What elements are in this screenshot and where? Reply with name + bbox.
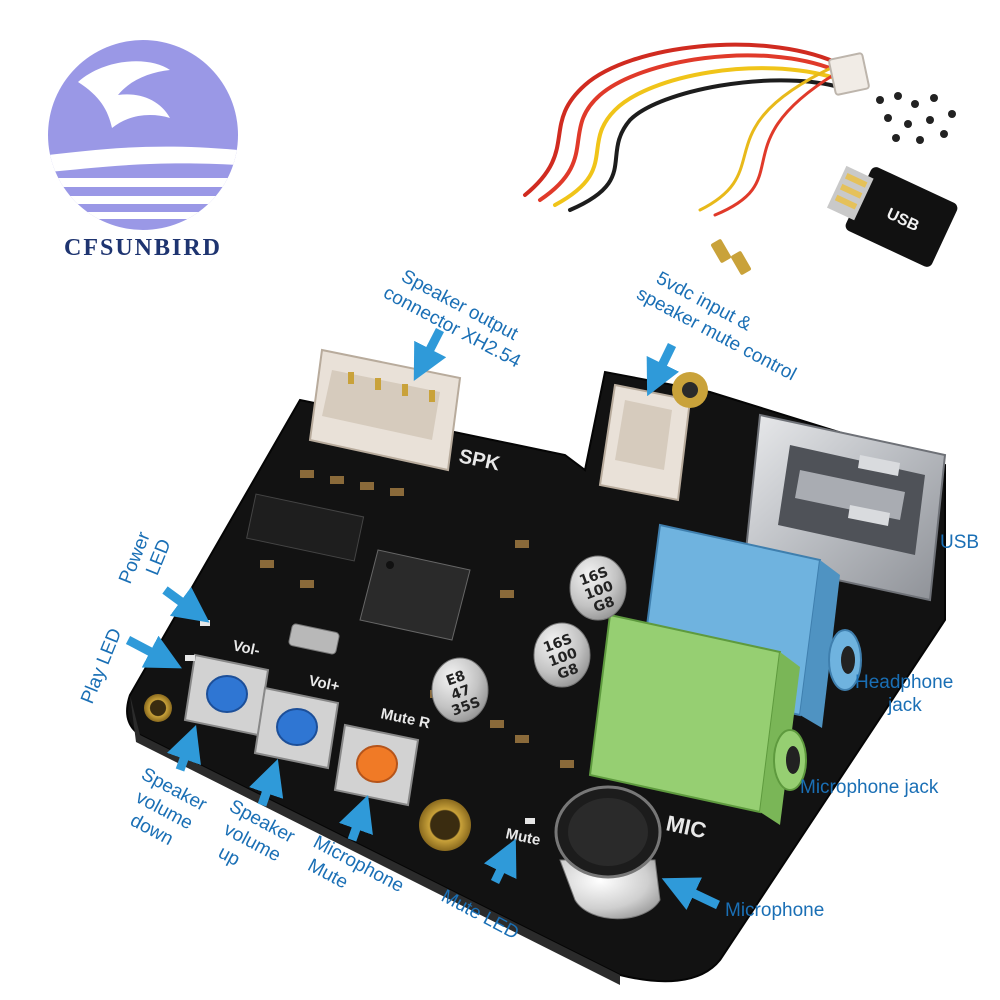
svg-text:G8: G8: [555, 661, 580, 683]
arrow-icon: [166, 725, 201, 772]
svg-text:G8: G8: [591, 594, 616, 616]
callout-headphone-jack: Headphone: [855, 672, 953, 693]
mute-led: [525, 818, 535, 824]
capacitor-1: 16S 100 G8: [569, 555, 627, 621]
power-led: [200, 620, 210, 626]
capacitor-3: E8 47 35S: [431, 657, 489, 723]
vol-plus-silkscreen: Vol+: [307, 672, 341, 695]
arrow-icon: [413, 327, 447, 382]
callout-play-led: Play LED: [77, 626, 126, 707]
arrow-icon: [646, 343, 680, 397]
usb-adapter: USB: [826, 165, 958, 267]
main-chip: [359, 549, 471, 641]
audio-board: SPK: [126, 348, 947, 985]
arrow-icon: [483, 838, 517, 884]
microphone-jack: [588, 613, 807, 825]
wire-harness: [523, 42, 870, 217]
arrow-icon: [162, 586, 210, 623]
play-led: [185, 655, 195, 661]
brand-logo: CFSUNBIRD: [48, 40, 238, 261]
svg-text:E8: E8: [444, 668, 468, 690]
arrow-icon: [338, 795, 373, 842]
svg-text:47: 47: [449, 682, 473, 704]
mounting-hole: [419, 799, 471, 851]
callout-microphone-jack: Microphone jack: [800, 777, 939, 798]
microphone-mute-button[interactable]: [333, 723, 420, 807]
callout-usb: USB: [940, 532, 979, 553]
microphone-capsule: [554, 785, 662, 920]
brass-standoffs: [711, 239, 751, 275]
arrow-icon: [249, 758, 284, 807]
vol-minus-silkscreen: Vol-: [231, 637, 261, 659]
svg-text:jack: jack: [887, 695, 922, 716]
bird-icon: [78, 61, 170, 128]
arrow-icon: [661, 877, 720, 910]
capacitor-2: 16S 100 G8: [533, 622, 591, 688]
power-connector: [598, 383, 692, 502]
brand-name: CFSUNBIRD: [64, 235, 222, 261]
callout-microphone: Microphone: [725, 900, 824, 921]
volume-down-button[interactable]: [183, 653, 270, 737]
volume-up-button[interactable]: [253, 686, 340, 770]
screw-set: [876, 92, 956, 144]
arrow-icon: [125, 635, 182, 669]
mounting-hole: [144, 694, 172, 722]
